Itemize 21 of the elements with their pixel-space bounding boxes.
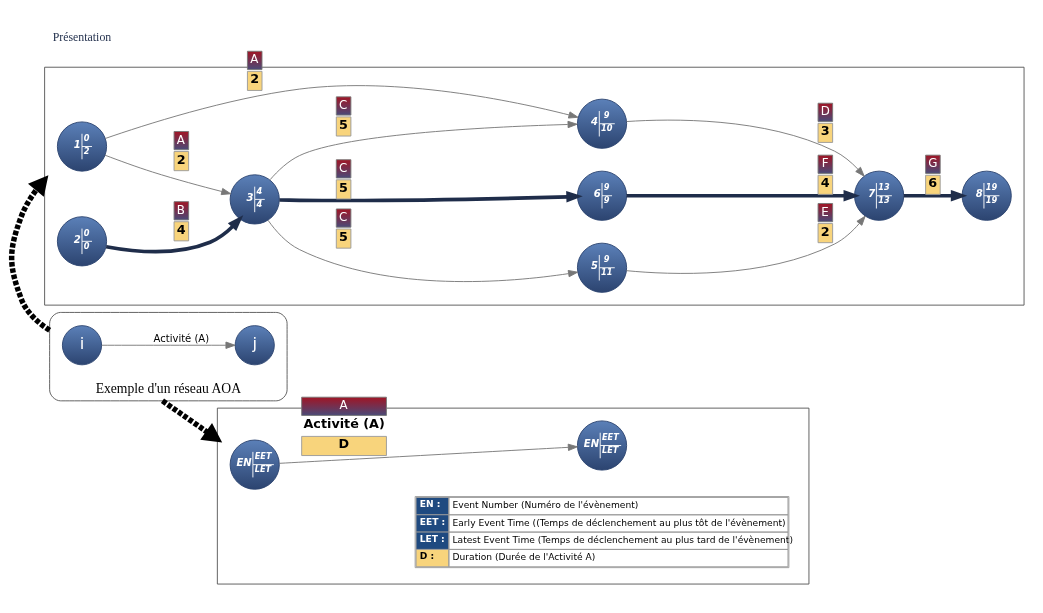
edge-label: B 4 <box>176 202 186 237</box>
label: Latest Event Time (Temps de déclenchement au plus tard de l'évènement) <box>452 535 793 546</box>
label: Présentation <box>52 30 112 45</box>
edge-label: E 2 <box>820 204 830 239</box>
edge-label: G 6 <box>928 156 938 191</box>
edge-label: D 3 <box>820 104 830 139</box>
label: Early Event Time ((Temps de déclenchement au plus tôt de l'évènement) <box>452 517 786 528</box>
label: Duration (Durée de l'Activité A) <box>452 552 596 563</box>
label: EN : <box>419 499 441 510</box>
label: Event Number (Numéro de l'évènement) <box>452 500 639 511</box>
edge-label: C 5 <box>339 210 348 245</box>
edge-label: A 2 <box>250 52 260 87</box>
edge-label: C 5 <box>339 98 348 132</box>
edge-label: F 4 <box>820 156 830 191</box>
label: LET : <box>419 534 445 545</box>
label: D : <box>419 551 435 562</box>
edge-label: A Activité (A) D <box>303 398 385 452</box>
edge-label: C 5 <box>339 160 348 195</box>
label: EET : <box>419 516 446 527</box>
edge-label: A 2 <box>176 132 186 167</box>
edge-label: Activité (A) <box>153 333 210 345</box>
